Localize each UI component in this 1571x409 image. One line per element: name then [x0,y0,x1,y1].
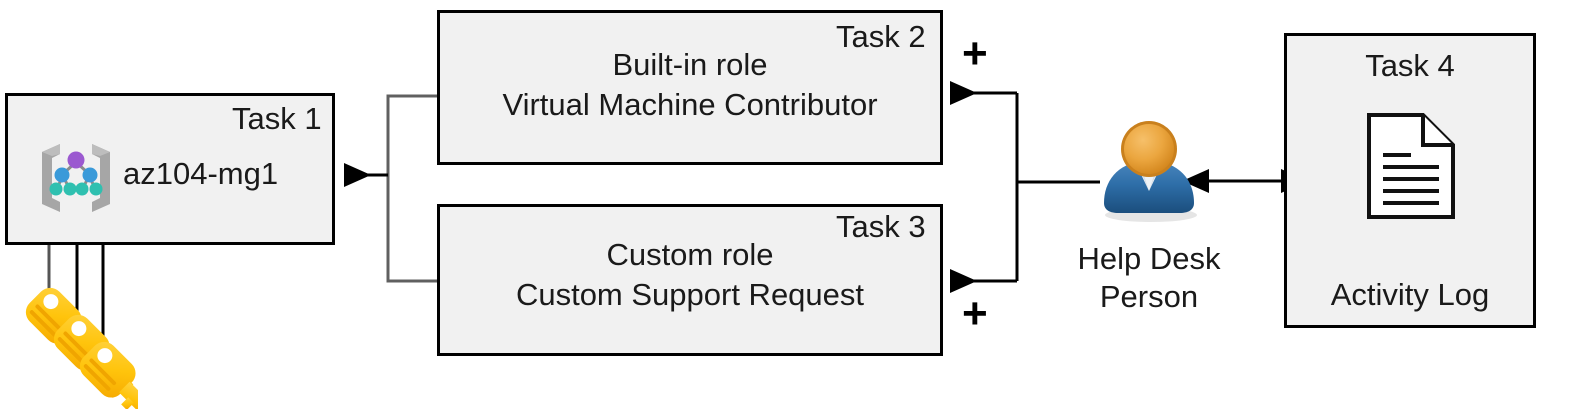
task2-role-name: Virtual Machine Contributor [502,87,878,122]
task2-box[interactable] [437,10,943,165]
plus-sign-top: + [962,29,988,78]
task1-box[interactable] [5,93,335,245]
plus-sign-bottom: + [962,289,988,338]
connector-roles-to-mg [344,94,437,283]
person-label-line1: Help Desk [1077,241,1221,276]
task4-caption: Activity Log [1330,277,1490,312]
task1-name-label: az104-mg1 [123,156,279,191]
person-label-line2: Person [1099,279,1199,314]
task2-role-type: Built-in role [612,47,768,82]
user-icon [1094,117,1204,224]
document-icon [1365,111,1457,221]
task3-role-type: Custom role [606,237,774,272]
task3-role-name: Custom Support Request [515,277,865,312]
management-group-icon [30,138,122,216]
task1-task-label: Task 1 [232,101,322,136]
task2-task-label: Task 2 [836,19,926,54]
task4-task-label: Task 4 [1365,48,1455,83]
task3-box[interactable] [437,204,943,356]
key-icon-group [18,278,160,409]
task3-task-label: Task 3 [836,209,926,244]
